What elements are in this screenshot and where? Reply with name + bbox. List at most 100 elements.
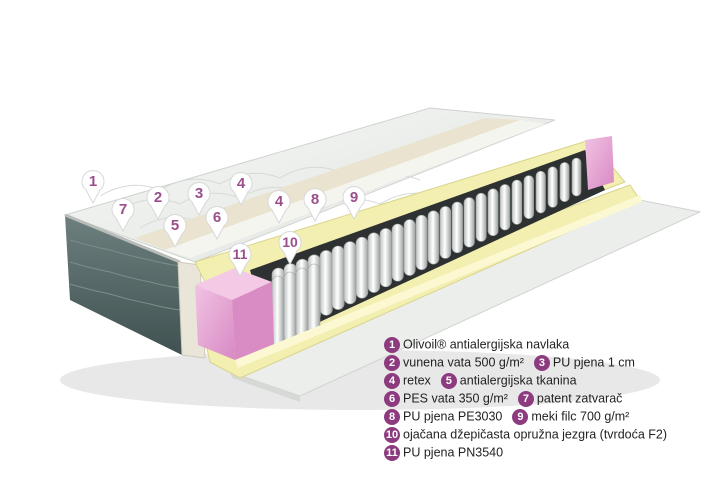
pin-marker-icon: [267, 190, 291, 224]
callout-number: 3: [194, 185, 204, 202]
spring-coil: [355, 236, 369, 299]
pin-marker-icon: [303, 188, 327, 222]
pin-marker-icon: [342, 186, 366, 220]
legend-number-badge: 4: [384, 372, 400, 389]
callout-pin-1: 1: [80, 170, 106, 204]
spring-coil: [439, 206, 452, 259]
spring-coil: [271, 275, 285, 347]
callout-pin-11: 11: [227, 243, 253, 277]
spring-coil: [379, 228, 392, 288]
spring-coil: [415, 214, 428, 271]
spring-coil: [451, 201, 463, 254]
legend-label: Olivoil® antialergijska navlaka: [403, 337, 570, 352]
spring-coil: [487, 188, 499, 237]
callout-number: 9: [349, 189, 359, 206]
callout-pin-9: 9: [341, 186, 367, 220]
callout-pin-7: 7: [110, 198, 136, 232]
spring-coil: [475, 192, 487, 242]
side-panel: [65, 215, 182, 355]
callout-number: 8: [310, 191, 320, 208]
callout-number: 4: [236, 175, 246, 192]
pin-marker-icon: [81, 170, 105, 204]
callout-number: 11: [232, 246, 248, 262]
piping: [64, 213, 181, 264]
spring-coil: [403, 219, 416, 276]
spring-coil: [547, 166, 558, 208]
legend-number-badge: 5: [440, 372, 457, 389]
pin-marker-icon: [163, 214, 187, 248]
pink-foam-back: [585, 136, 614, 190]
layer-stripe: [135, 118, 520, 250]
legend-number-badge: 1: [384, 336, 400, 353]
pin-marker-icon: [228, 243, 252, 277]
spring-coil: [295, 267, 309, 339]
legend-label: PU pjena PN3540: [403, 445, 504, 460]
spring-coil: [331, 245, 345, 310]
side-panel-quilt: [69, 239, 181, 311]
pin-marker-icon: [229, 172, 253, 206]
legend-number-badge: 2: [384, 354, 400, 371]
pink-foam-front: [195, 285, 235, 360]
legend-label: retex: [403, 373, 431, 388]
floor-shadow: [60, 350, 660, 410]
callout-pin-3: 3: [186, 182, 212, 216]
legend-number-badge: 3: [533, 354, 550, 371]
spring-coil: [307, 263, 321, 335]
legend-number-badge: 6: [384, 390, 400, 407]
legend-label: meki filc 700 g/m²: [531, 409, 630, 424]
callout-number: 10: [282, 234, 298, 250]
spring-coil: [283, 271, 297, 343]
pin-marker-icon: [205, 206, 229, 240]
legend-label: PES vata 350 g/m²: [403, 391, 508, 406]
spring-coil: [499, 184, 511, 231]
spring-coil: [571, 157, 582, 197]
callout-number: 7: [118, 201, 128, 218]
spring-coil: [343, 241, 357, 305]
callout-pin-4: 4: [228, 172, 254, 206]
spring-coil: [535, 170, 546, 214]
spring-coil: [559, 162, 570, 202]
callout-pin-5: 5: [162, 214, 188, 248]
pocket-springs: [271, 157, 582, 347]
callout-number: 4: [274, 193, 284, 210]
bottom-cover-edge: [230, 372, 300, 402]
pink-foam-top: [195, 268, 272, 300]
spring-coil: [463, 197, 475, 248]
callout-pin-2: 2: [145, 186, 171, 220]
legend-label: antialergijska tkanina: [459, 373, 577, 388]
legend-number-badge: 11: [384, 444, 400, 461]
pin-marker-icon: [187, 182, 211, 216]
spring-coil: [391, 223, 404, 282]
spring-coil: [511, 179, 523, 225]
spring-coil: [427, 210, 440, 265]
pin-marker-icon: [111, 198, 135, 232]
legend-label: patent zatvarač: [536, 391, 623, 406]
pin-marker-icon: [278, 231, 302, 265]
callout-number: 1: [88, 173, 98, 190]
legend-number-badge: 10: [384, 426, 400, 443]
callout-number: 6: [212, 209, 222, 226]
spring-coil: [523, 175, 534, 220]
callout-number: 2: [153, 189, 163, 206]
callout-number: 5: [170, 217, 180, 234]
front-foam-line: [235, 195, 642, 368]
callout-pin-10: 10: [277, 231, 303, 265]
legend-label: vunena vata 500 g/m²: [403, 355, 524, 370]
legend-label: PU pjena 1 cm: [552, 355, 635, 370]
legend-number-badge: 7: [517, 390, 534, 407]
legend-number-badge: 8: [384, 408, 400, 425]
spring-coil: [367, 232, 381, 293]
callout-pin-8: 8: [302, 188, 328, 222]
pin-marker-icon: [146, 186, 170, 220]
spring-coil: [319, 250, 333, 316]
legend-number-badge: 9: [512, 408, 529, 425]
